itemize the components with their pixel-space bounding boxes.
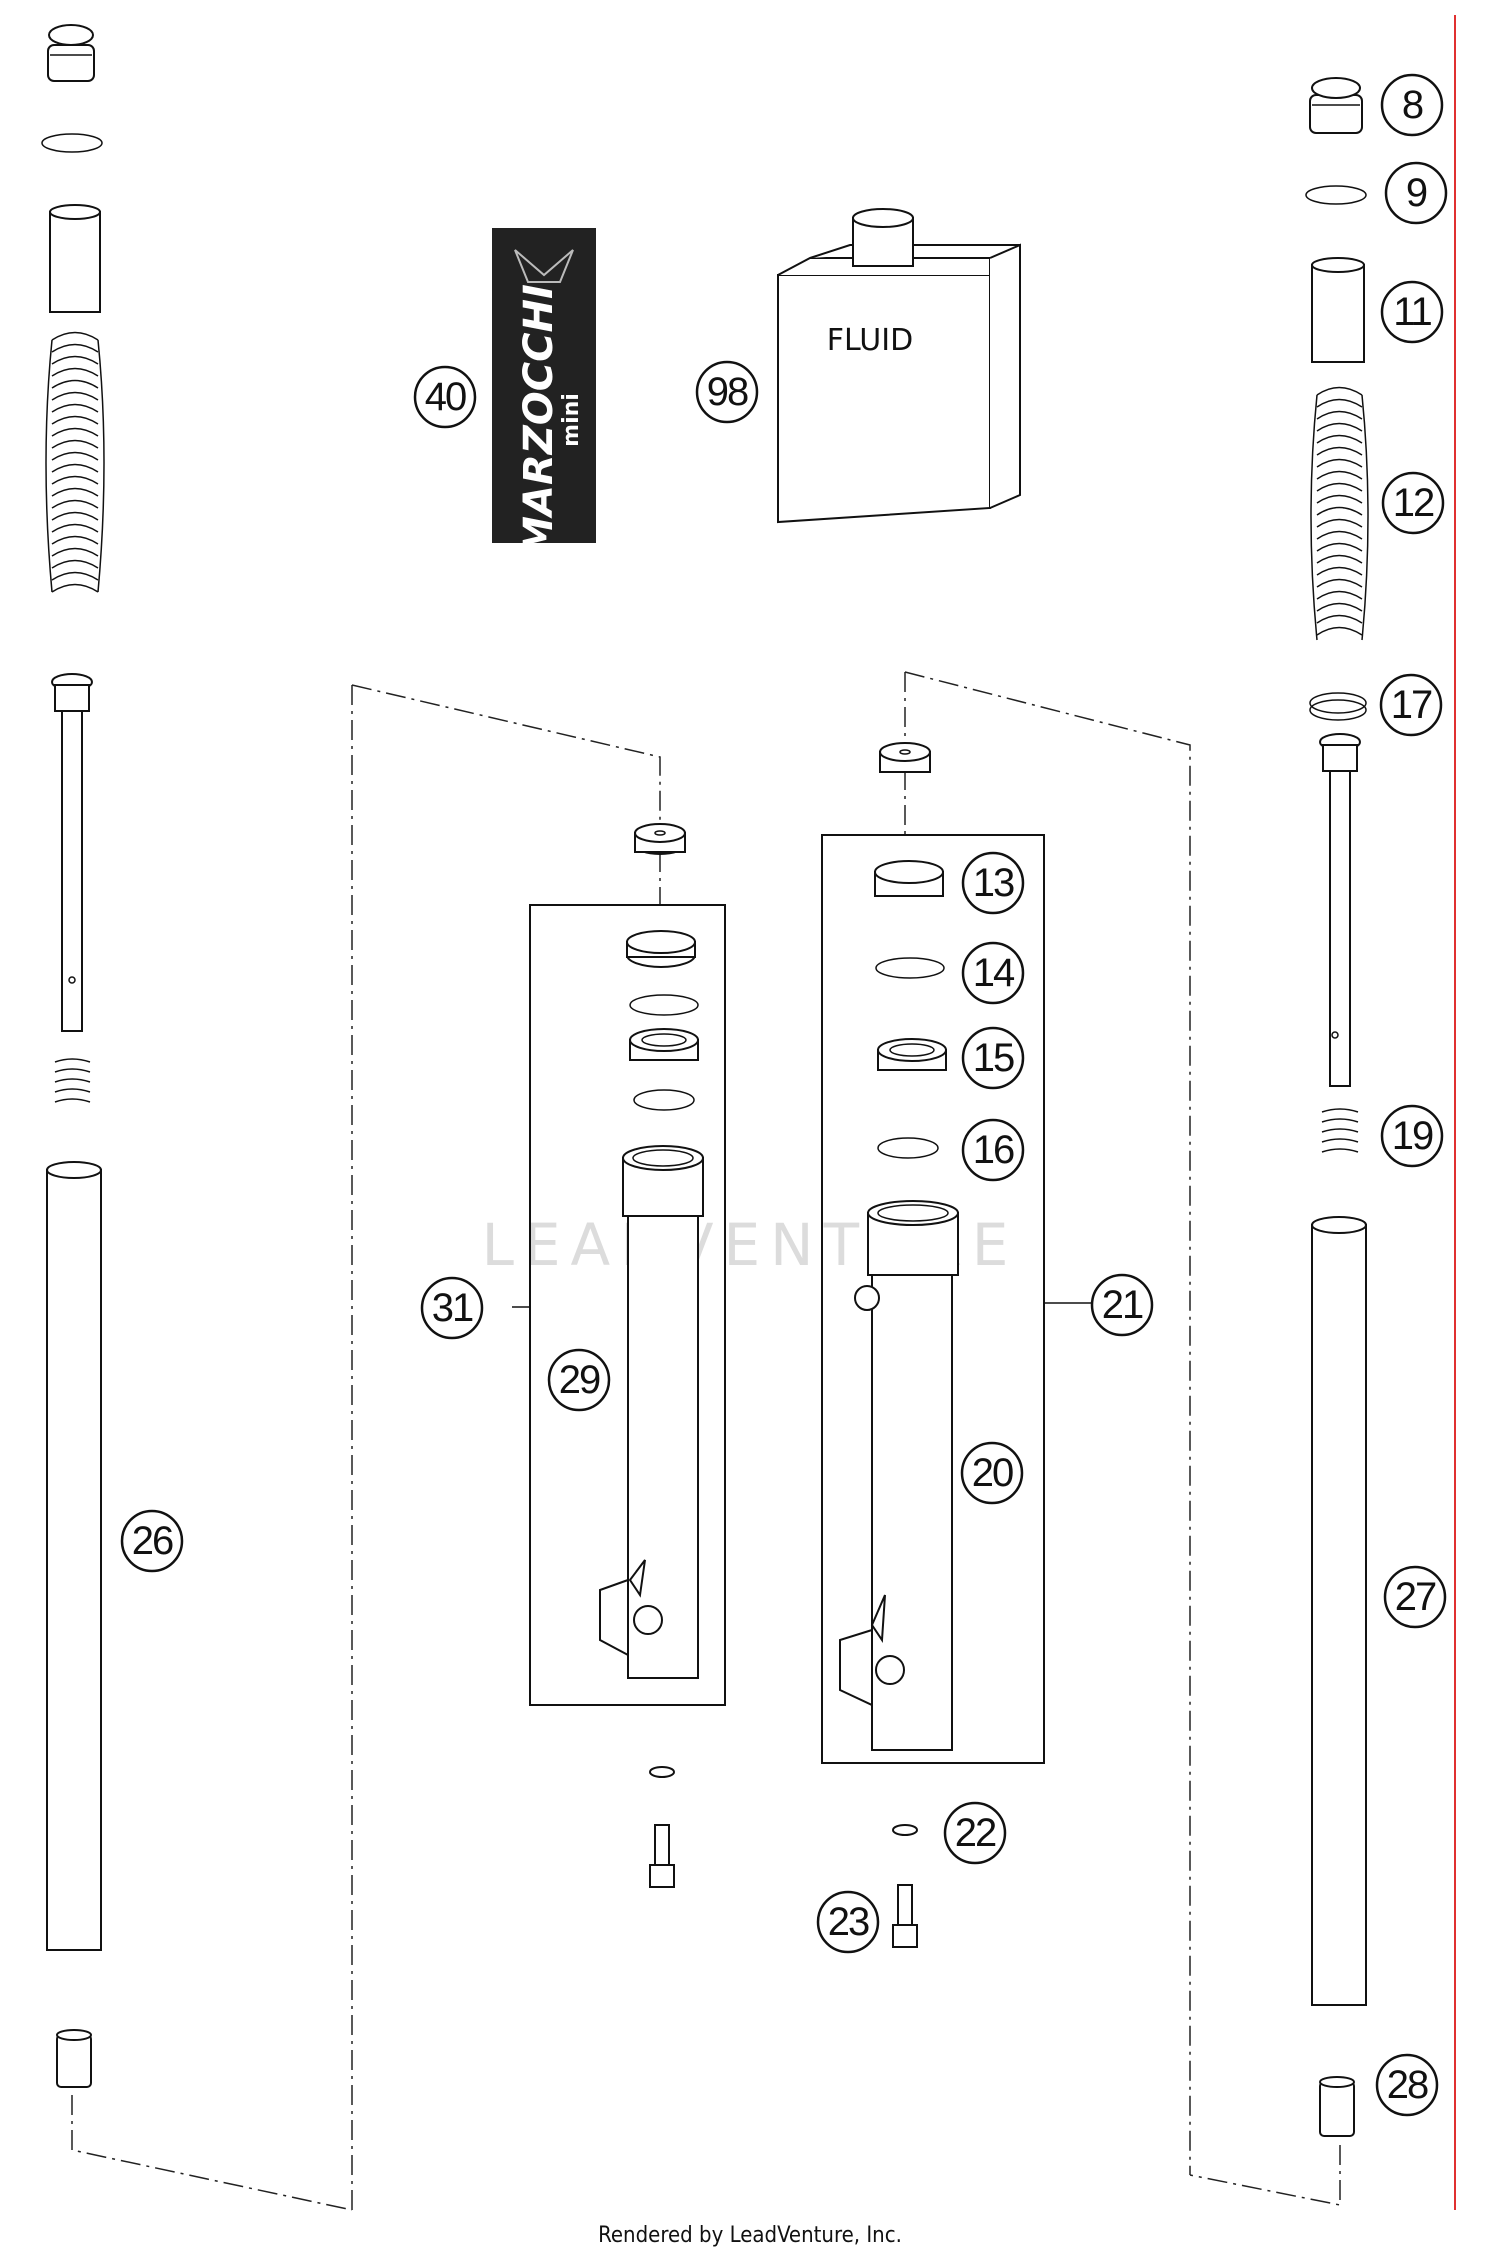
svg-text:20: 20 bbox=[972, 1451, 1013, 1495]
svg-text:17: 17 bbox=[1391, 683, 1432, 727]
callout-40: 40 bbox=[413, 365, 477, 429]
right-top-washer bbox=[879, 742, 931, 773]
left-rebound-spring bbox=[54, 1058, 91, 1103]
svg-text:15: 15 bbox=[973, 1036, 1014, 1080]
right-bottom-washer-22 bbox=[892, 1824, 918, 1836]
decal-brand-text: MARZOCCHI bbox=[516, 284, 562, 556]
right-column-parts bbox=[1305, 77, 1369, 2137]
left-top-cap bbox=[47, 24, 95, 82]
left-fork-tube bbox=[46, 1161, 102, 1951]
callout-21: 21 bbox=[1090, 1273, 1154, 1337]
callout-8: 8 bbox=[1380, 73, 1444, 137]
left-top-washer bbox=[634, 823, 686, 855]
callout-17: 17 bbox=[1379, 673, 1443, 737]
callout-13: 13 bbox=[961, 851, 1025, 915]
callout-23: 23 bbox=[816, 1890, 880, 1954]
right-bottom-bolt-23 bbox=[892, 1884, 918, 1948]
callout-27: 27 bbox=[1383, 1565, 1447, 1629]
callout-19: 19 bbox=[1380, 1104, 1444, 1168]
right-spacer-tube bbox=[1311, 257, 1365, 363]
left-damper-rod bbox=[51, 673, 93, 1032]
left-spacer-tube bbox=[49, 204, 101, 313]
right-lower-leg-20 bbox=[839, 1200, 959, 1751]
callout-15: 15 bbox=[961, 1026, 1025, 1090]
svg-text:12: 12 bbox=[1393, 481, 1434, 525]
left-bottom-bolt bbox=[649, 1824, 675, 1888]
svg-text:11: 11 bbox=[1393, 290, 1431, 334]
callout-leaders bbox=[512, 1302, 1092, 1308]
callout-26: 26 bbox=[120, 1509, 184, 1573]
right-washer-16 bbox=[877, 1137, 939, 1159]
svg-text:31: 31 bbox=[432, 1286, 473, 1330]
svg-text:26: 26 bbox=[132, 1519, 173, 1563]
left-inner-parts bbox=[599, 823, 704, 1679]
left-washer-ring bbox=[633, 1089, 695, 1111]
left-retaining-clip bbox=[629, 994, 699, 1016]
left-column-parts bbox=[41, 24, 105, 2088]
callout-11: 11 bbox=[1380, 280, 1444, 344]
svg-text:22: 22 bbox=[955, 1811, 996, 1855]
callout-22: 22 bbox=[943, 1801, 1007, 1865]
callout-29: 29 bbox=[547, 1348, 611, 1412]
left-dust-seal bbox=[626, 930, 696, 968]
svg-text:19: 19 bbox=[1392, 1114, 1433, 1158]
right-damper-rod bbox=[1319, 733, 1361, 1087]
left-spring bbox=[45, 331, 105, 593]
marzocchi-decal: MARZOCCHI mini bbox=[492, 228, 596, 556]
right-top-cap bbox=[1309, 77, 1363, 134]
left-o-ring bbox=[41, 133, 103, 153]
assembly-leader-lines bbox=[71, 671, 1341, 2211]
assembly-box-21 bbox=[821, 834, 1045, 1764]
svg-text:14: 14 bbox=[973, 951, 1015, 995]
callout-14: 14 bbox=[961, 941, 1025, 1005]
right-o-ring bbox=[1305, 185, 1367, 205]
svg-text:21: 21 bbox=[1102, 1283, 1143, 1327]
svg-text:13: 13 bbox=[973, 861, 1014, 905]
brand-logo-icon bbox=[514, 249, 574, 283]
svg-text:8: 8 bbox=[1402, 83, 1423, 127]
left-bottom-bolt-group bbox=[649, 1766, 675, 1888]
right-circlip bbox=[1309, 692, 1367, 721]
assembly-box-31 bbox=[529, 904, 726, 1706]
render-credit-footer: Rendered by LeadVenture, Inc. bbox=[598, 2223, 902, 2248]
fluid-label: FLUID bbox=[827, 323, 913, 358]
right-retaining-clip-14 bbox=[875, 957, 945, 979]
right-inner-parts bbox=[839, 742, 959, 1751]
svg-text:40: 40 bbox=[425, 375, 466, 419]
callout-20: 20 bbox=[960, 1441, 1024, 1505]
left-lower-leg-29 bbox=[599, 1145, 704, 1679]
svg-text:9: 9 bbox=[1406, 171, 1427, 215]
decal-sub-text: mini bbox=[559, 393, 584, 447]
svg-text:29: 29 bbox=[559, 1358, 600, 1402]
left-bottom-bushing bbox=[56, 2029, 92, 2088]
svg-text:23: 23 bbox=[828, 1900, 869, 1944]
left-bottom-washer bbox=[649, 1766, 675, 1778]
right-bottom-bolt-group bbox=[892, 1824, 918, 1948]
svg-text:98: 98 bbox=[707, 370, 748, 414]
svg-text:16: 16 bbox=[973, 1128, 1014, 1172]
right-fork-tube bbox=[1311, 1216, 1367, 2006]
right-spring bbox=[1310, 386, 1369, 641]
fluid-bottle: FLUID bbox=[777, 208, 1021, 524]
svg-text:27: 27 bbox=[1395, 1575, 1436, 1619]
callout-31: 31 bbox=[420, 1276, 484, 1340]
svg-text:28: 28 bbox=[1387, 2063, 1428, 2107]
right-bottom-bushing bbox=[1319, 2076, 1355, 2137]
callout-9: 9 bbox=[1384, 161, 1448, 225]
right-dust-seal-13 bbox=[874, 860, 944, 897]
callout-16: 16 bbox=[961, 1118, 1025, 1182]
right-rebound-spring bbox=[1321, 1108, 1359, 1153]
callout-28: 28 bbox=[1375, 2053, 1439, 2117]
left-oil-seal bbox=[629, 1028, 699, 1061]
callout-12: 12 bbox=[1381, 471, 1445, 535]
right-oil-seal-15 bbox=[877, 1038, 947, 1071]
callout-98: 98 bbox=[695, 360, 759, 424]
